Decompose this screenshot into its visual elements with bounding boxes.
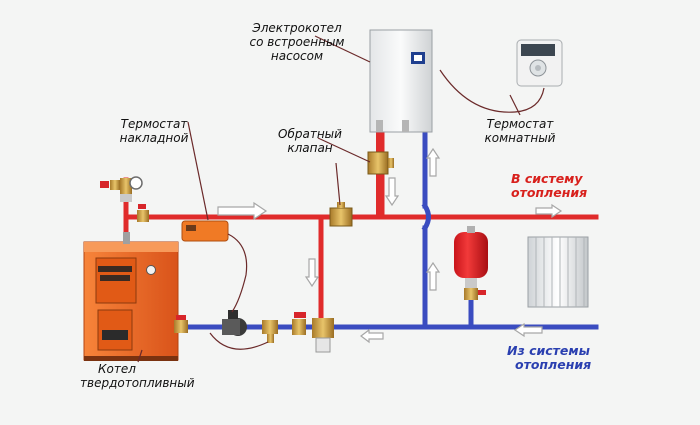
electric-boiler-icon bbox=[369, 29, 433, 133]
ball-valve-return-icon bbox=[292, 312, 306, 335]
arrow-return-1 bbox=[513, 322, 543, 338]
mixing-valve-icon bbox=[312, 318, 334, 353]
arrow-down-1 bbox=[384, 177, 400, 207]
ball-valve-boiler-icon bbox=[174, 315, 188, 333]
strap-on-thermostat-icon bbox=[181, 220, 229, 242]
check-valve-ebo-icon bbox=[367, 151, 394, 175]
check-valve-icon bbox=[329, 202, 353, 227]
solid-fuel-boiler-icon bbox=[83, 232, 179, 361]
label-strap-on-thermostat: Термостат накладной bbox=[119, 117, 189, 145]
label-electric-boiler: Электрокотел со встроенным насосом bbox=[249, 21, 345, 63]
radiator-icon bbox=[527, 236, 589, 308]
room-thermostat-icon bbox=[516, 39, 563, 87]
arrow-up-1 bbox=[425, 147, 441, 177]
arrow-supply-2 bbox=[535, 203, 563, 219]
flow-arrows bbox=[217, 147, 563, 344]
label-from-heating-system: Из системы отопления bbox=[507, 343, 592, 372]
filter-icon bbox=[262, 320, 278, 343]
label-check-valve: Обратный клапан bbox=[278, 127, 342, 155]
arrow-down-2 bbox=[304, 258, 320, 288]
arrow-supply-1 bbox=[217, 201, 268, 221]
supply-pipes bbox=[123, 127, 599, 321]
arrow-return-2 bbox=[360, 328, 384, 344]
safety-group-icon bbox=[100, 176, 149, 222]
label-solid-fuel-boiler: Котел твердотопливный bbox=[80, 362, 195, 390]
leader-lines bbox=[137, 35, 545, 363]
arrow-up-2 bbox=[425, 261, 441, 291]
label-to-heating-system: В систему отопления bbox=[511, 171, 588, 200]
label-room-thermostat: Термостат комнатный bbox=[484, 117, 556, 145]
circulation-pump-icon bbox=[222, 310, 247, 336]
expansion-tank-icon bbox=[454, 226, 488, 300]
